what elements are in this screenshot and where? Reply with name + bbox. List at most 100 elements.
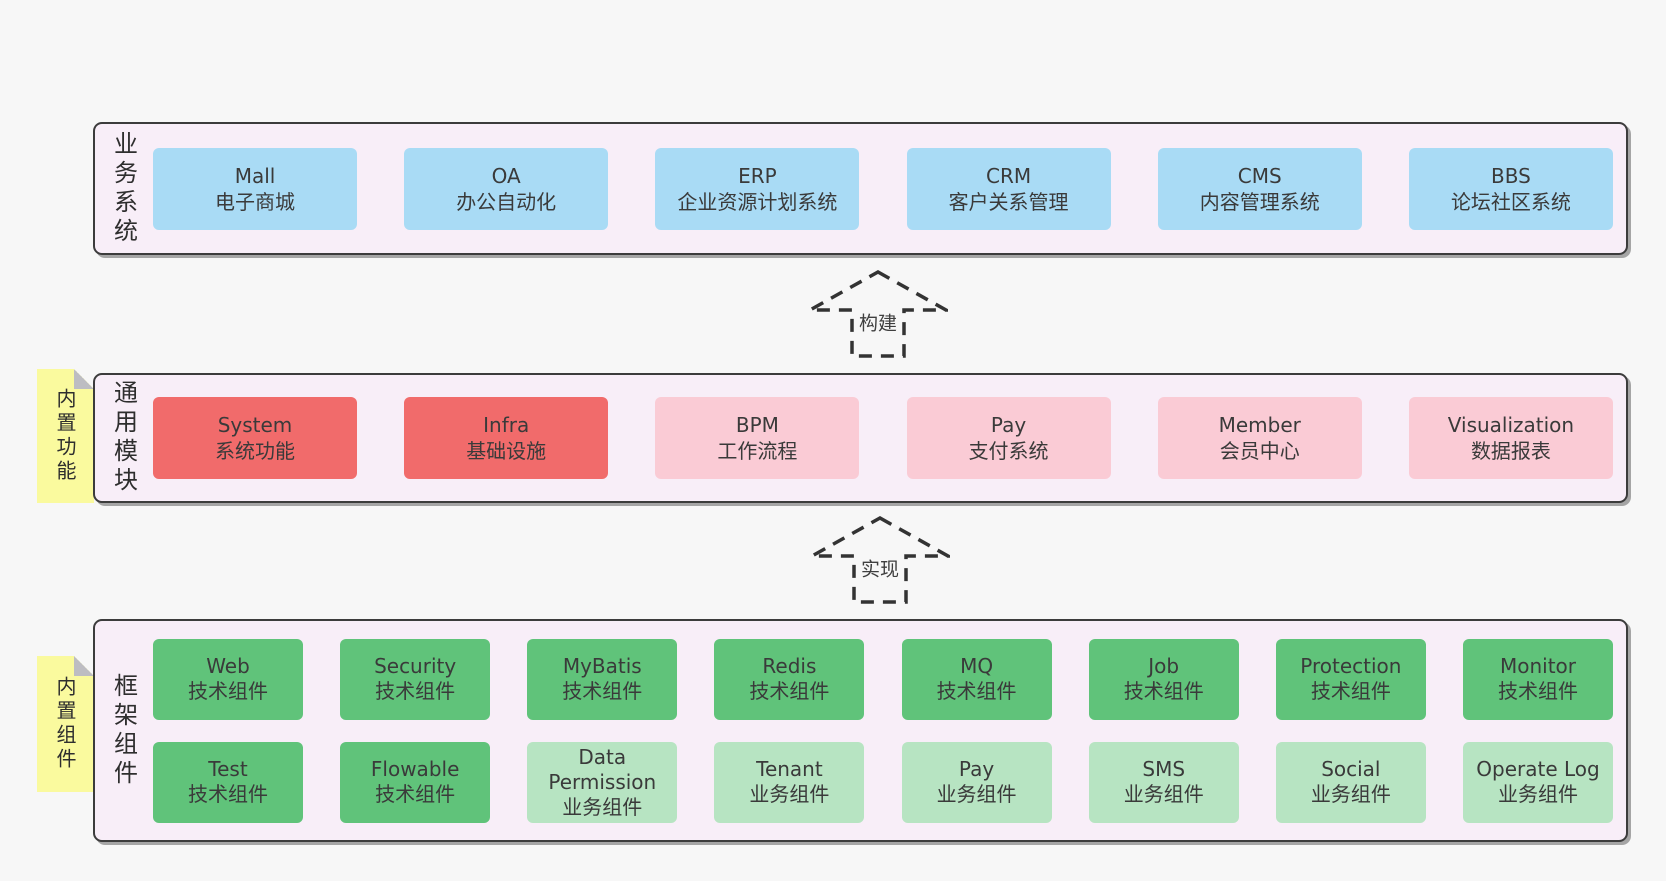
box-title: Monitor [1499,654,1576,678]
band-label-text: 通用模块 [109,380,138,496]
band-business-systems: 业务系统 Mall 电子商城 OA 办公自动化 ERP 企业资源计划系统 CRM… [93,122,1628,255]
box-subtitle: 系统功能 [215,439,295,463]
band-label-text: 框架组件 [109,672,138,789]
box-system: System 系统功能 [153,397,357,479]
band-framework-components: 框架组件 Web 技术组件 Security 技术组件 MyBatis 技术组件… [93,619,1628,842]
box-subtitle: 技术组件 [1497,679,1578,703]
box-pay-system: Pay 支付系统 [906,397,1111,479]
box-erp: ERP 企业资源计划系统 [655,147,860,230]
box-subtitle: 业务组件 [936,782,1017,806]
box-title: Operate Log [1476,757,1600,781]
folded-corner-icon [74,656,94,676]
box-title: CRM [986,163,1032,188]
box-title: Web [206,654,250,678]
box-title: BPM [735,413,779,437]
box-title: Flowable [370,757,460,781]
band-label-modules: 通用模块 [95,375,153,501]
box-subtitle: 支付系统 [968,439,1049,463]
implement-arrow-icon: 实现 [810,516,950,604]
box-title: Test [208,757,248,781]
box-mq: MQ 技术组件 [901,638,1052,720]
box-subtitle: 论坛社区系统 [1450,189,1571,214]
box-subtitle: 业务组件 [1497,782,1578,806]
components-box-rows: Web 技术组件 Security 技术组件 MyBatis 技术组件 Redi… [153,621,1626,840]
box-title: CMS [1237,163,1282,188]
box-subtitle: 业务组件 [1310,782,1391,806]
build-arrow-label: 构建 [854,307,902,337]
box-subtitle: 客户关系管理 [948,189,1069,214]
box-title: Data Permission [548,744,657,794]
box-member: Member 会员中心 [1157,397,1362,479]
box-data-permission: Data Permission 业务组件 [527,741,678,823]
box-crm: CRM 客户关系管理 [906,147,1111,230]
box-title: Pay [990,413,1027,437]
sticky-note-builtin-features: 内置功能 [37,369,94,503]
box-subtitle: 办公自动化 [456,189,557,214]
components-row-2: Test 技术组件 Flowable 技术组件 Data Permission … [153,741,1613,823]
box-subtitle: 内容管理系统 [1199,189,1320,214]
box-redis: Redis 技术组件 [714,638,865,720]
box-mybatis: MyBatis 技术组件 [527,638,678,720]
box-subtitle: 技术组件 [1123,679,1204,703]
folded-corner-icon [74,369,94,389]
sticky-label: 内置功能 [53,388,77,484]
box-title: Protection [1300,654,1402,678]
box-subtitle: 工作流程 [717,439,798,463]
modules-box-row: System 系统功能 Infra 基础设施 BPM 工作流程 Pay 支付系统… [153,375,1626,501]
box-sms: SMS 业务组件 [1088,741,1239,823]
box-subtitle: 技术组件 [375,782,456,806]
box-infra: Infra 基础设施 [404,397,609,479]
band-common-modules: 通用模块 System 系统功能 Infra 基础设施 BPM 工作流程 Pay… [93,373,1628,503]
box-title: MQ [960,654,994,678]
box-job: Job 技术组件 [1088,638,1239,720]
box-protection: Protection 技术组件 [1275,638,1426,720]
box-subtitle: 业务组件 [562,794,643,819]
box-title: SMS [1142,757,1186,781]
band-label-text: 业务系统 [109,130,138,247]
box-title: MyBatis [562,654,642,678]
box-title: Member [1218,413,1301,437]
box-oa: OA 办公自动化 [404,147,609,230]
box-subtitle: 技术组件 [936,679,1017,703]
business-box-row: Mall 电子商城 OA 办公自动化 ERP 企业资源计划系统 CRM 客户关系… [153,124,1626,253]
band-label-business: 业务系统 [95,124,153,253]
box-mall: Mall 电子商城 [153,147,357,230]
box-subtitle: 数据报表 [1470,439,1551,463]
box-subtitle: 技术组件 [188,782,268,806]
box-security: Security 技术组件 [340,638,491,720]
box-title: Tenant [756,757,823,781]
box-title: Pay [958,757,995,781]
box-cms: CMS 内容管理系统 [1157,147,1362,230]
box-title: BBS [1491,163,1531,188]
box-title: System [217,413,293,437]
sticky-label: 内置组件 [53,676,77,772]
box-subtitle: 技术组件 [749,679,830,703]
box-tenant: Tenant 业务组件 [714,741,865,823]
box-title: Mall [234,163,276,188]
box-title: OA [491,163,521,188]
box-bpm: BPM 工作流程 [655,397,860,479]
box-monitor: Monitor 技术组件 [1462,638,1613,720]
box-subtitle: 企业资源计划系统 [677,189,838,214]
components-row-1: Web 技术组件 Security 技术组件 MyBatis 技术组件 Redi… [153,638,1613,720]
box-visualization: Visualization 数据报表 [1408,397,1613,479]
band-label-components: 框架组件 [95,621,153,840]
box-operate-log: Operate Log 业务组件 [1462,741,1613,823]
box-title: Infra [483,413,530,437]
box-title: Redis [762,654,817,678]
box-title: Social [1321,757,1381,781]
box-title: Job [1148,654,1180,678]
box-test: Test 技术组件 [153,741,303,823]
box-flowable: Flowable 技术组件 [340,741,491,823]
box-subtitle: 技术组件 [188,679,268,703]
box-subtitle: 技术组件 [1310,679,1391,703]
implement-arrow-label: 实现 [856,553,904,583]
box-bbs: BBS 论坛社区系统 [1408,147,1613,230]
sticky-note-builtin-components: 内置组件 [37,656,94,792]
build-arrow-icon: 构建 [808,270,948,358]
box-social: Social 业务组件 [1275,741,1426,823]
box-subtitle: 业务组件 [749,782,830,806]
box-subtitle: 技术组件 [562,679,643,703]
box-subtitle: 业务组件 [1123,782,1204,806]
